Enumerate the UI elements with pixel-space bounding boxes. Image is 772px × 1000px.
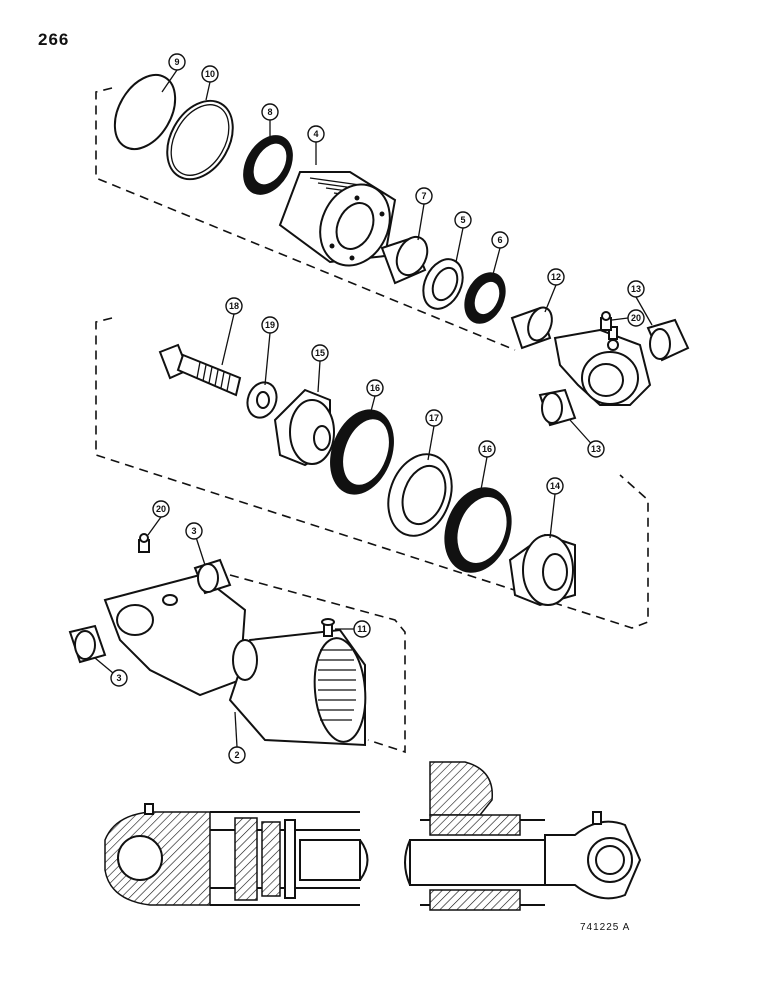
callout-9-label: 9 <box>174 57 179 67</box>
callout-15-label: 15 <box>315 348 325 358</box>
bushing-13-lower <box>538 388 577 427</box>
wear-ring-17 <box>387 453 453 537</box>
callout-2-label: 2 <box>234 750 239 760</box>
callout-4-label: 4 <box>313 129 318 139</box>
callout-12-label: 12 <box>551 272 561 282</box>
callout-3-upper-label: 3 <box>191 526 196 536</box>
callout-16-second: 16 <box>478 440 496 458</box>
backup-ring-5 <box>422 258 464 310</box>
callout-7: 7 <box>415 187 433 205</box>
cylinder-gland-4 <box>278 171 397 267</box>
washer-19 <box>246 381 278 419</box>
snap-ring-9 <box>113 74 177 150</box>
callout-20-lower: 20 <box>152 500 170 518</box>
callout-20-lower-label: 20 <box>156 504 166 514</box>
piston-seal-16-first <box>330 409 394 495</box>
callout-14-label: 14 <box>550 481 560 491</box>
assembled-section-left <box>104 803 369 906</box>
callout-18: 18 <box>225 297 243 315</box>
callout-20-upper-label: 20 <box>631 313 641 323</box>
page-number: 266 <box>38 30 70 49</box>
callout-2: 2 <box>228 746 246 764</box>
callout-17: 17 <box>425 409 443 427</box>
callout-11-label: 11 <box>357 624 367 634</box>
bushing-3-upper <box>193 558 232 595</box>
figure-id: 741225 A <box>580 922 631 933</box>
callout-7-label: 7 <box>421 191 426 201</box>
callout-18-label: 18 <box>229 301 239 311</box>
rod-eye <box>553 326 652 406</box>
piston-15 <box>273 388 335 467</box>
callout-5: 5 <box>454 211 472 229</box>
callout-4: 4 <box>307 125 325 143</box>
rod-seal-6 <box>464 272 506 324</box>
bushing-7 <box>380 235 429 285</box>
callout-6: 6 <box>491 231 509 249</box>
o-ring-10 <box>166 99 234 181</box>
grease-fitting-20-lower <box>138 533 150 553</box>
piston-14 <box>508 533 576 607</box>
callout-20-upper: 20 <box>627 309 645 327</box>
callout-3-lower: 3 <box>110 669 128 687</box>
callout-14: 14 <box>546 477 564 495</box>
screw-11 <box>321 618 335 637</box>
group-outline-top <box>95 87 516 351</box>
callout-8-label: 8 <box>267 107 272 117</box>
callout-8: 8 <box>261 103 279 121</box>
callout-9: 9 <box>168 53 186 71</box>
callout-13-lower-label: 13 <box>591 444 601 454</box>
callout-19-label: 19 <box>265 320 275 330</box>
callout-10: 10 <box>201 65 219 83</box>
wiper-seal-8 <box>243 135 293 195</box>
callout-16-second-label: 16 <box>482 444 492 454</box>
callout-13-lower: 13 <box>587 440 605 458</box>
bushing-3-lower <box>68 624 107 664</box>
bushing-13-upper <box>646 318 690 362</box>
callout-19: 19 <box>261 316 279 334</box>
group-outline-middle <box>95 317 649 629</box>
sleeve-12 <box>510 306 553 350</box>
callout-13-upper: 13 <box>627 280 645 298</box>
callout-16-first-label: 16 <box>370 383 380 393</box>
piston-seal-16-second <box>444 487 512 573</box>
callout-17-label: 17 <box>429 413 439 423</box>
cylinder-barrel-2 <box>103 573 367 747</box>
grease-fitting-20-upper <box>600 311 612 331</box>
callout-5-label: 5 <box>460 215 465 225</box>
callout-6-label: 6 <box>497 235 502 245</box>
assembled-section-right <box>404 761 642 911</box>
callout-15: 15 <box>311 344 329 362</box>
callout-16-first: 16 <box>366 379 384 397</box>
group-outline-bottom <box>229 574 406 754</box>
callout-12: 12 <box>547 268 565 286</box>
callout-10-label: 10 <box>205 69 215 79</box>
callout-13-upper-label: 13 <box>631 284 641 294</box>
bolt-18 <box>158 343 242 397</box>
callout-3-lower-label: 3 <box>116 673 121 683</box>
callout-11: 11 <box>353 620 371 638</box>
callout-3-upper: 3 <box>185 522 203 540</box>
